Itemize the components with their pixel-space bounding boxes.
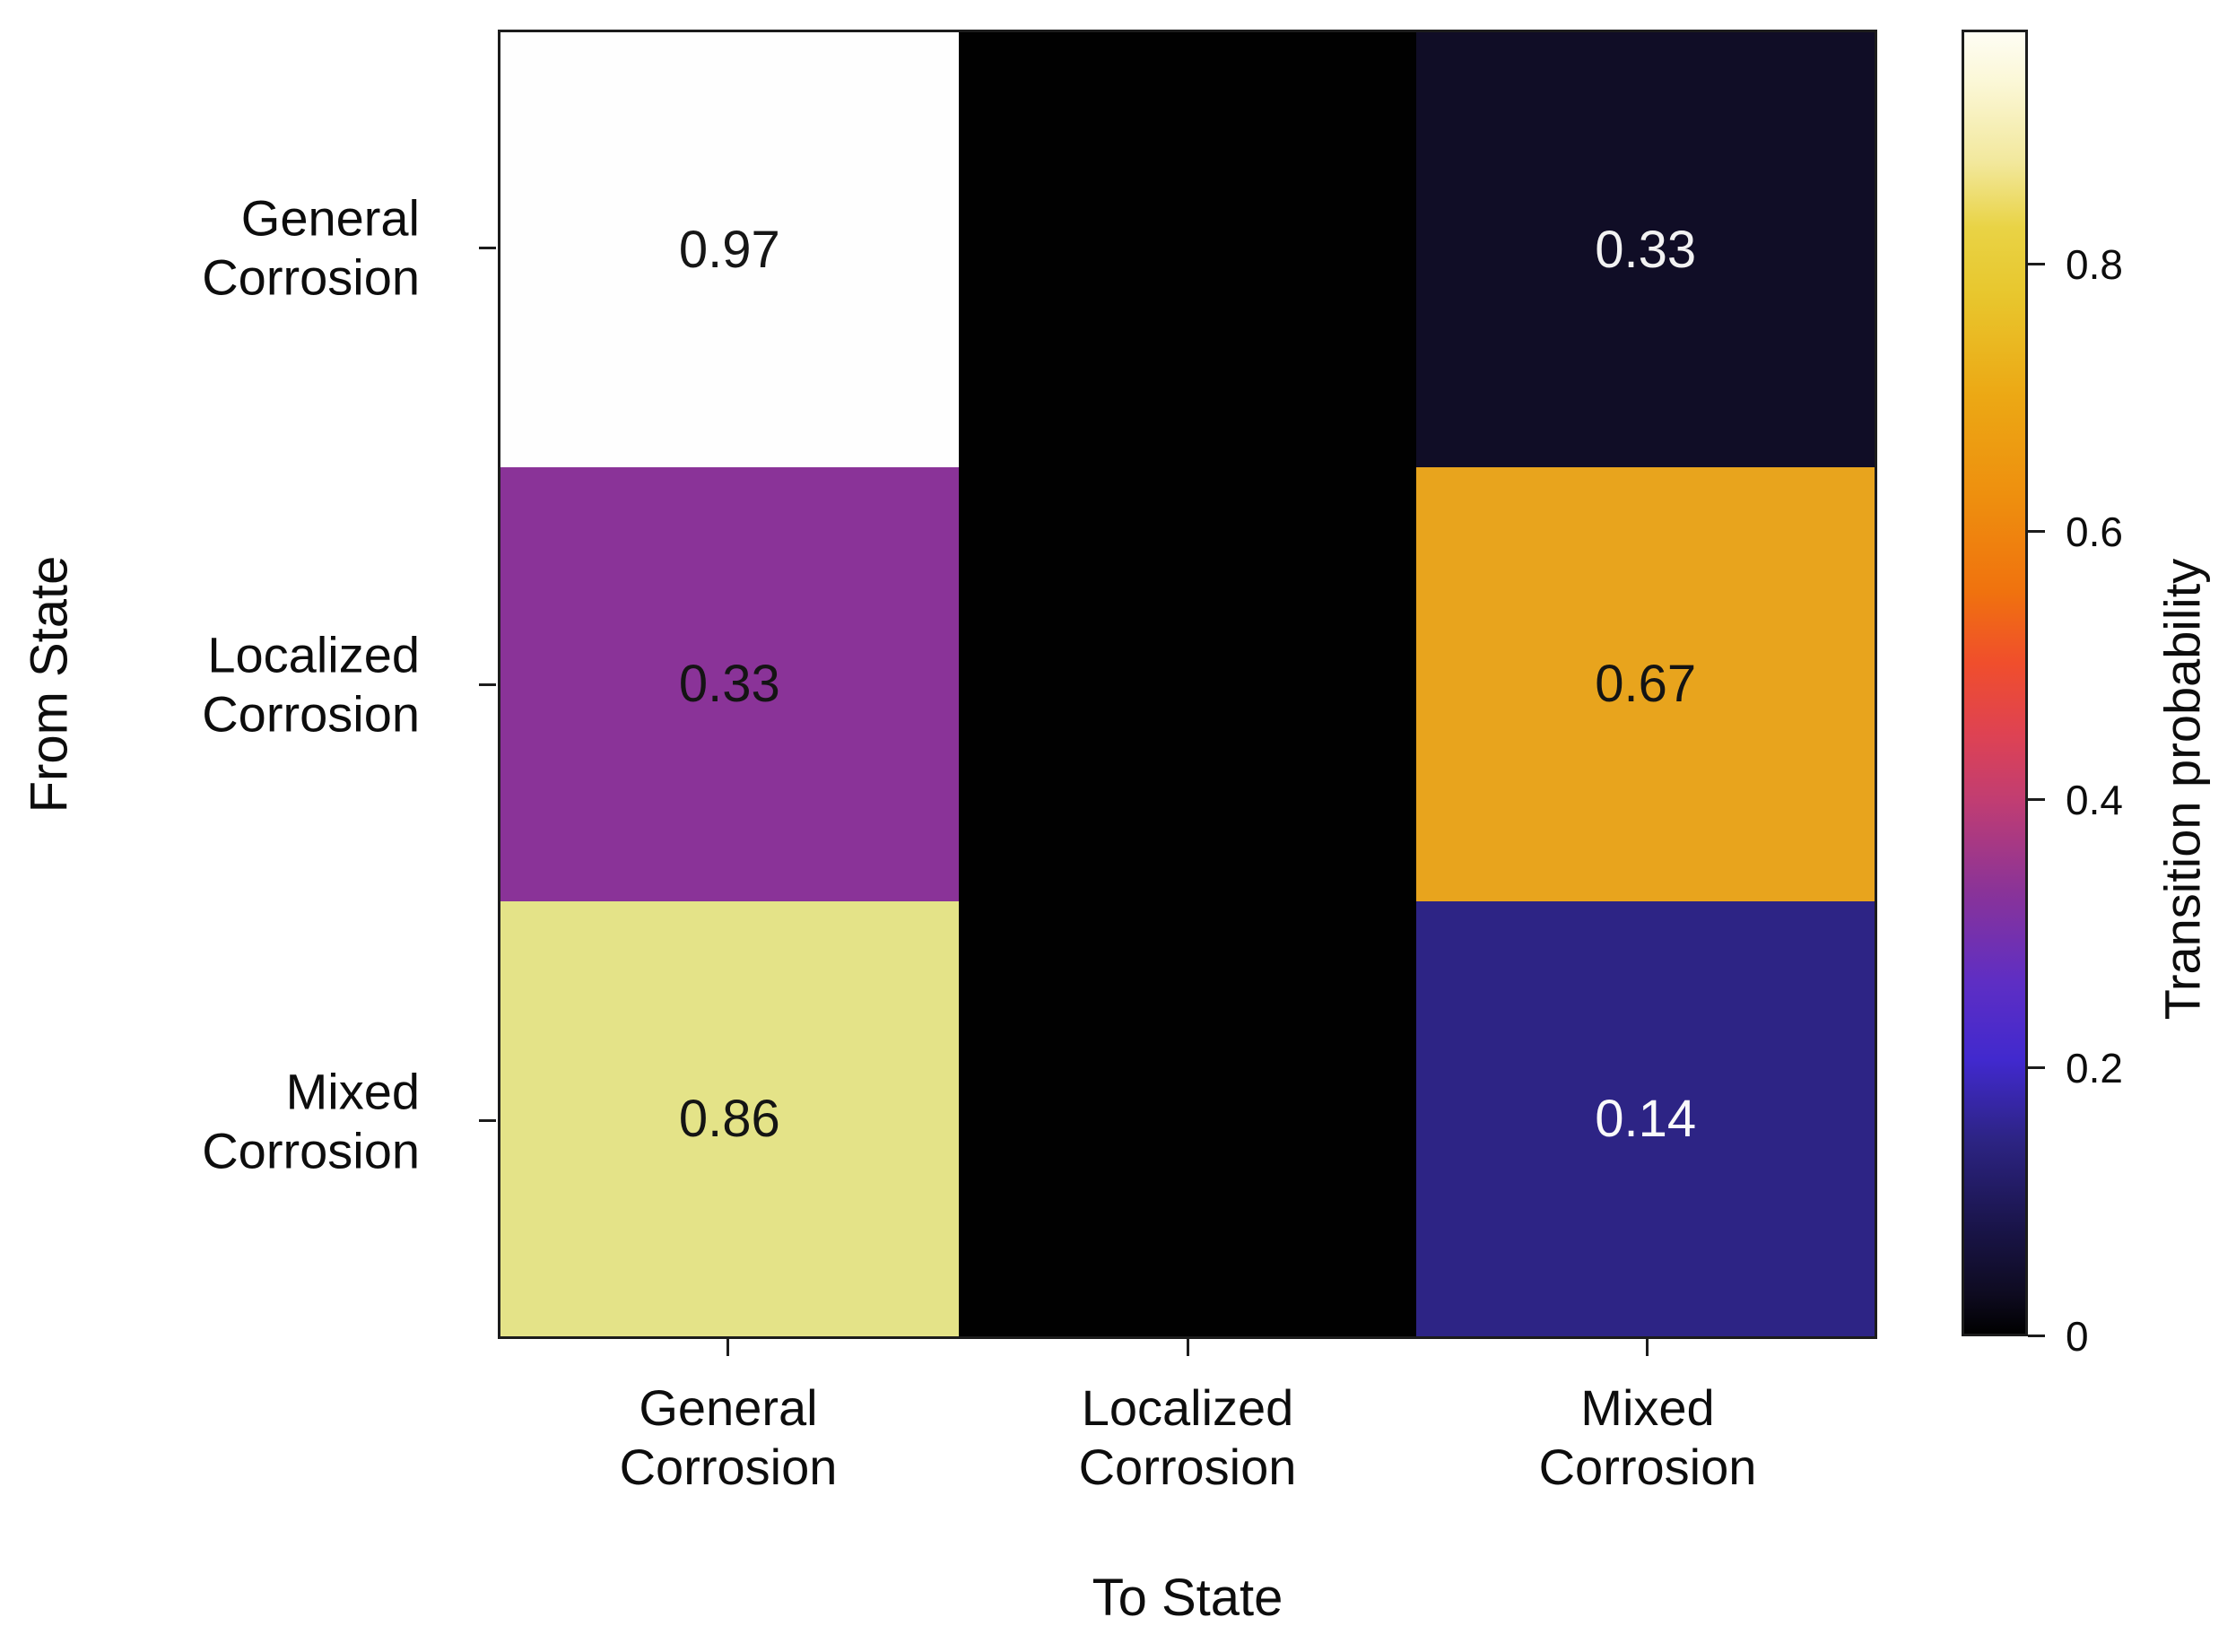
heatmap-cell: 0.33	[500, 466, 959, 902]
colorbar-tick-label: 0.4	[2066, 777, 2123, 824]
heatmap-cell: 0.86	[500, 901, 959, 1336]
x-tick-label: Localized Corrosion	[1078, 1379, 1297, 1495]
y-tick-label: General Corrosion	[202, 189, 420, 305]
cell-value: 0.97	[678, 220, 780, 279]
x-tick-label: Mixed Corrosion	[1538, 1379, 1757, 1495]
cell-value: 0.67	[1595, 655, 1697, 714]
y-tick-label: Localized Corrosion	[202, 626, 420, 742]
y-tick-label: Mixed Corrosion	[202, 1063, 420, 1178]
heatmap-cell: 0.97	[500, 32, 959, 467]
y-axis-tick	[479, 247, 496, 249]
colorbar-tick	[2028, 1335, 2045, 1337]
heatmap-cell	[958, 901, 1417, 1336]
x-tick-label: General Corrosion	[619, 1379, 838, 1495]
colorbar-tick	[2028, 1066, 2045, 1070]
y-axis-tick	[479, 1119, 496, 1122]
colorbar-tick-label: 0.8	[2066, 240, 2123, 288]
heatmap-cell: 0.14	[1416, 901, 1875, 1336]
colorbar-gradient	[1962, 30, 2028, 1336]
heatmap-cell	[958, 32, 1417, 467]
colorbar-tick-label: 0	[2066, 1313, 2089, 1360]
x-axis-tick	[726, 1339, 729, 1356]
x-axis-tick	[1187, 1339, 1189, 1356]
cell-value: 0.14	[1595, 1090, 1697, 1149]
x-axis-tick	[1646, 1339, 1649, 1356]
colorbar-tick-label: 0.2	[2066, 1045, 2123, 1092]
heatmap-cell: 0.67	[1416, 466, 1875, 902]
colorbar-title: Transition probability	[2153, 558, 2211, 1021]
colorbar-tick	[2028, 262, 2045, 265]
colorbar-tick	[2028, 530, 2045, 534]
cell-value: 0.86	[678, 1090, 780, 1149]
y-axis-title: From State	[20, 555, 79, 813]
colorbar-tick-label: 0.6	[2066, 509, 2123, 556]
colorbar-tick	[2028, 798, 2045, 802]
heatmap-grid: 0.97 0.33 0.33 0.67 0.86 0.14	[498, 30, 1877, 1339]
y-axis-tick	[479, 683, 496, 686]
heatmap-cell	[958, 466, 1417, 902]
cell-value: 0.33	[678, 655, 780, 714]
cell-value: 0.33	[1595, 220, 1697, 279]
heatmap-cell: 0.33	[1416, 32, 1875, 467]
x-axis-title: To State	[1092, 1569, 1283, 1627]
